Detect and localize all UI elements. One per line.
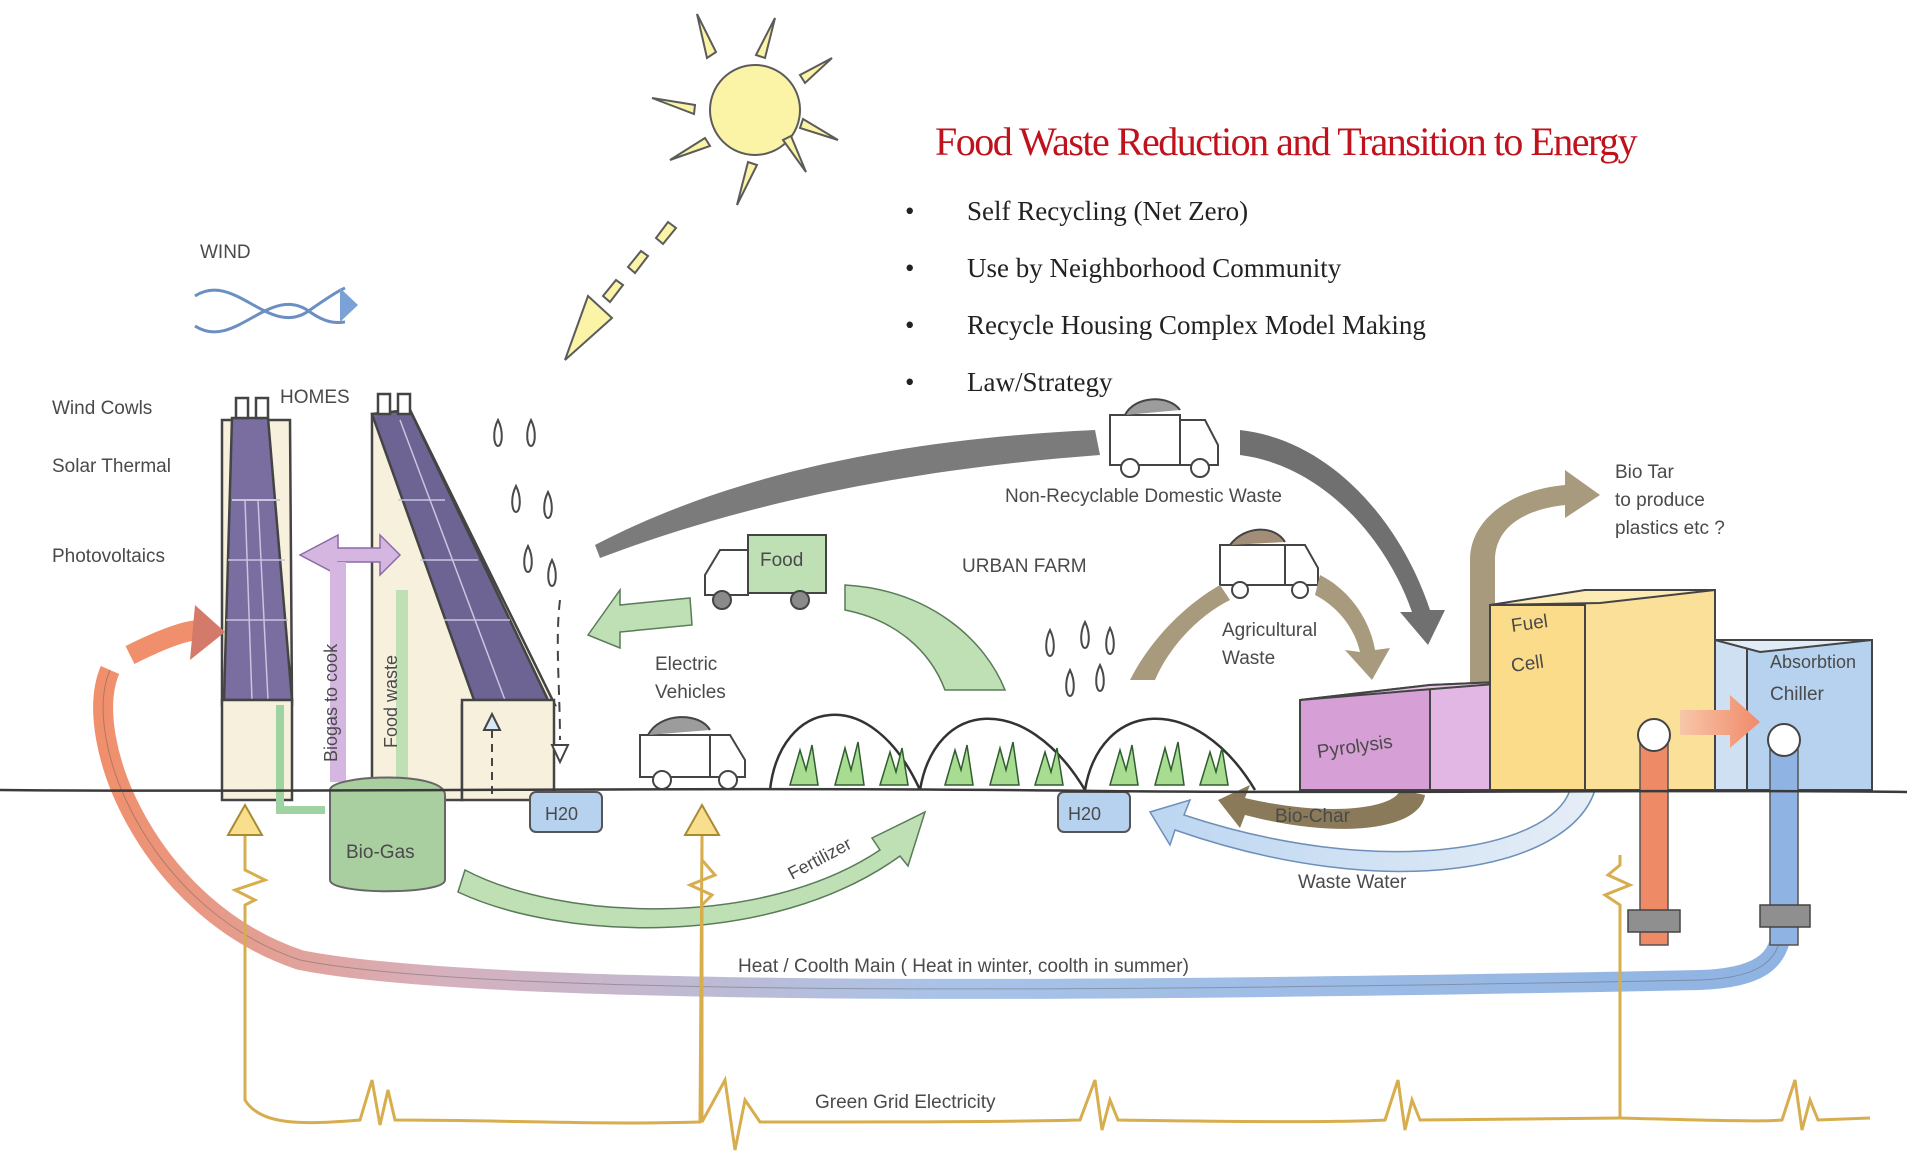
label-photovoltaics: Photovoltaics (52, 546, 165, 567)
label-h2o-home: H20 (545, 804, 578, 824)
label-urban-farm: URBAN FARM (962, 556, 1087, 577)
electric-vehicle-icon (639, 716, 746, 790)
bullet-item: Law/Strategy (905, 367, 1426, 424)
label-homes: HOMES (280, 387, 350, 408)
label-bio-char: Bio-Char (1275, 806, 1351, 827)
green-grid-lines (231, 834, 1871, 1151)
heat-pipe-top (125, 620, 201, 664)
label-bio-gas: Bio-Gas (346, 842, 415, 863)
label-non-recyclable: Non-Recyclable Domestic Waste (1005, 486, 1282, 507)
heat-coolth-main-pipe (93, 666, 1790, 999)
h2o-home-box (529, 791, 603, 833)
h2o-home-line (491, 730, 530, 801)
label-plastics: plastics etc ? (1615, 518, 1725, 539)
label-biogas-to-cook: Biogas to cook (321, 643, 341, 762)
food-truck-icon (704, 534, 827, 610)
agricultural-waste-arrows (1130, 470, 1600, 829)
grid-arrow-home (226, 802, 264, 836)
food-delivery-arrow (457, 584, 1007, 929)
bullet-item: Recycle Housing Complex Model Making (905, 310, 1426, 367)
label-vehicles: Vehicles (655, 682, 726, 703)
sun-icon (564, 13, 839, 361)
agri-truck-icon (1219, 528, 1319, 599)
rain-drops-icon (493, 417, 1115, 698)
label-agricultural-waste: Waste (1222, 648, 1275, 669)
label-agricultural: Agricultural (1222, 620, 1317, 641)
rain-drop-line (556, 599, 561, 741)
label-chiller: Chiller (1770, 684, 1825, 705)
fuelcell-to-chiller-arrow (1680, 695, 1760, 748)
label-solar-thermal: Solar Thermal (52, 456, 171, 477)
crops-icon (789, 741, 1229, 786)
label-electric: Electric (655, 654, 717, 675)
label-to-produce: to produce (1615, 490, 1705, 511)
urban-farm-domes (768, 713, 1257, 791)
waste-water-arrow (1148, 789, 1597, 873)
label-heat-main: Heat / Coolth Main ( Heat in winter, coo… (738, 956, 1189, 977)
label-cell: Cell (1510, 652, 1545, 677)
biogas-foodwaste-arrow (298, 533, 412, 810)
heat-pipe-arrow (190, 605, 225, 660)
label-food: Food (760, 550, 803, 571)
label-fuel: Fuel (1510, 611, 1550, 637)
label-wind: WIND (200, 242, 251, 263)
wind-arrow-icon (194, 286, 358, 334)
grid-arrow-ev (683, 802, 721, 836)
label-absorbtion: Absorbtion (1770, 652, 1856, 672)
homes-illustration (220, 392, 558, 802)
h2o-home-arrow (482, 711, 502, 731)
label-h2o-farm: H20 (1068, 804, 1101, 824)
non-recyclable-waste-arrow (595, 430, 1445, 645)
bullet-item: Self Recycling (Net Zero) (905, 196, 1426, 253)
label-green-grid: Green Grid Electricity (815, 1092, 996, 1113)
bio-gas-tank (276, 705, 446, 893)
ground-line (0, 787, 1907, 794)
label-food-waste: Food waste (381, 655, 401, 748)
page-title: Food Waste Reduction and Transition to E… (935, 119, 1638, 164)
label-wind-cowls: Wind Cowls (52, 398, 152, 419)
rain-arrow-head (550, 744, 570, 765)
bullet-item: Use by Neighborhood Community (905, 253, 1426, 310)
label-bio-tar: Bio Tar (1615, 462, 1674, 483)
label-waste-water: Waste Water (1298, 872, 1407, 893)
bullet-list: Self Recycling (Net Zero) Use by Neighbo… (905, 196, 1426, 424)
